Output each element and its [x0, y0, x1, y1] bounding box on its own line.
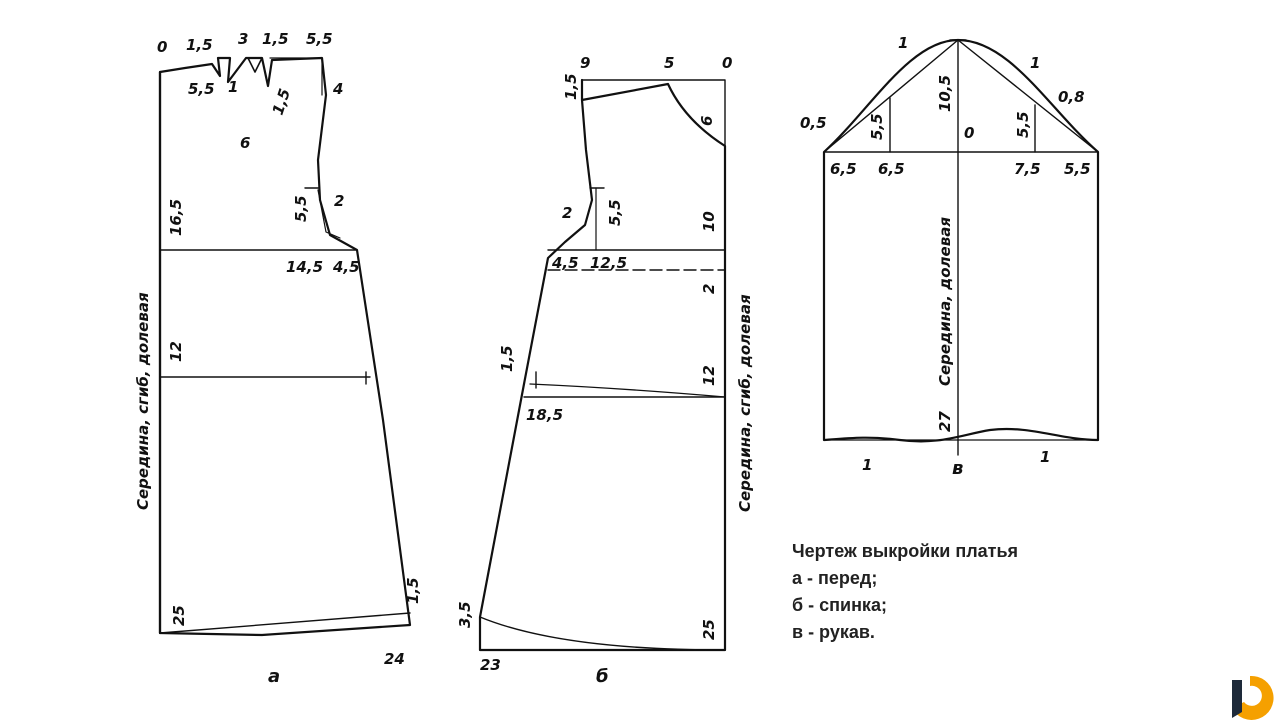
back-top-0: 9	[580, 54, 590, 72]
back-arm-2: 10	[700, 211, 718, 232]
front-top-4: 5,5	[306, 30, 333, 48]
caption-title: Чертеж выкройки платья	[792, 541, 1019, 561]
sleeve-cap-3: 0,5	[800, 114, 827, 132]
sleeve-width-2: 7,5	[1014, 160, 1041, 178]
front-hem-curve	[159, 612, 411, 634]
sleeve-letter: в	[952, 458, 963, 479]
back-hem-curve	[479, 616, 726, 651]
back-top-guide	[581, 79, 726, 147]
sleeve-width-0: 6,5	[830, 160, 857, 178]
back-fold-label: Середина, сгиб, долевая	[736, 294, 754, 512]
back-top-1: 5	[664, 54, 674, 72]
sleeve-labels: 1 1 10,5 0,5 5,5 0 5,5 0,8 6,5 6,5 7,5 5…	[800, 34, 1091, 479]
back-arm-4: 12,5	[590, 254, 627, 272]
back-top-3: 1,5	[562, 73, 580, 100]
front-neck-4: 4	[332, 80, 343, 98]
front-side-2: 25	[170, 605, 188, 626]
front-top-0: 0	[157, 38, 167, 56]
caption-line-back: б - спинка;	[792, 595, 887, 615]
sleeve-cap-0: 1	[898, 34, 908, 52]
back-top-4: 6	[698, 116, 716, 126]
front-neck-2: 6	[240, 134, 250, 152]
front-side-3: 1,5	[404, 577, 422, 604]
front-shoulder-guide	[269, 57, 323, 96]
pattern-caption: Чертеж выкройки платья а - перед; б - сп…	[792, 538, 1018, 646]
front-top-3: 1,5	[262, 30, 289, 48]
front-side-4: 24	[384, 650, 405, 668]
back-arm-3: 4,5	[551, 254, 579, 272]
front-top-1: 1,5	[186, 36, 213, 54]
caption-line-sleeve: в - рукав.	[792, 622, 875, 642]
sleeve-width-1: 6,5	[878, 160, 905, 178]
front-dart	[247, 57, 263, 73]
front-armhole-guide	[317, 189, 341, 239]
back-waist-curve	[529, 383, 726, 398]
back-side-4: 25	[700, 619, 718, 640]
sleeve-cap-guide	[823, 39, 1099, 153]
sleeve-length-0: 27	[936, 411, 954, 432]
sleeve-cap-6: 5,5	[1014, 111, 1032, 138]
front-side-0: 16,5	[167, 199, 185, 236]
front-top-2: 3	[238, 30, 248, 48]
front-letter: а	[268, 666, 280, 687]
front-labels: 0 1,5 3 1,5 5,5 5,5 1 6 1,5 4 5,5 2 14,5…	[134, 30, 422, 687]
front-arm-3: 4,5	[332, 258, 360, 276]
back-top-2: 0	[722, 54, 732, 72]
sleeve-cap-2: 10,5	[936, 75, 954, 112]
back-side-5: 23	[480, 656, 501, 674]
sleeve-outline	[822, 38, 1100, 443]
back-arm-0: 2	[562, 204, 572, 222]
sleeve-length-1: 1	[862, 456, 872, 474]
sleeve-cap-4: 5,5	[868, 113, 886, 140]
sleeve-cap-7: 0,8	[1058, 88, 1085, 106]
sleeve-width-3: 5,5	[1064, 160, 1091, 178]
back-side-0: 1,5	[498, 345, 516, 372]
brand-logo-icon	[1232, 675, 1274, 720]
front-arm-2: 14,5	[286, 258, 323, 276]
sleeve-cap-1: 1	[1030, 54, 1040, 72]
front-arm-1: 2	[334, 192, 344, 210]
back-letter: б	[596, 666, 609, 687]
back-side-2: 18,5	[526, 406, 563, 424]
front-arm-0: 5,5	[292, 195, 310, 222]
sleeve-length-2: 1	[1040, 448, 1050, 466]
sleeve-cap-5: 0	[964, 124, 974, 142]
back-side-1: 12	[700, 365, 718, 386]
sleeve-center-label: Середина, долевая	[936, 217, 954, 386]
caption-line-front: а - перед;	[792, 568, 878, 588]
front-fold-label: Середина, сгиб, долевая	[134, 292, 152, 510]
back-side-3: 3,5	[456, 601, 474, 628]
back-arm-1: 5,5	[606, 199, 624, 226]
front-neck-1: 1	[228, 78, 238, 96]
front-neck-3: 1,5	[269, 86, 294, 117]
back-arm-5: 2	[700, 284, 718, 294]
back-labels: 9 5 0 1,5 6 2 5,5 10 4,5 12,5 2 1,5 12 1…	[456, 54, 754, 687]
front-piece-outline	[158, 56, 412, 637]
front-neck-0: 5,5	[188, 80, 215, 98]
back-piece-outline	[478, 78, 727, 652]
front-side-1: 12	[167, 341, 185, 362]
